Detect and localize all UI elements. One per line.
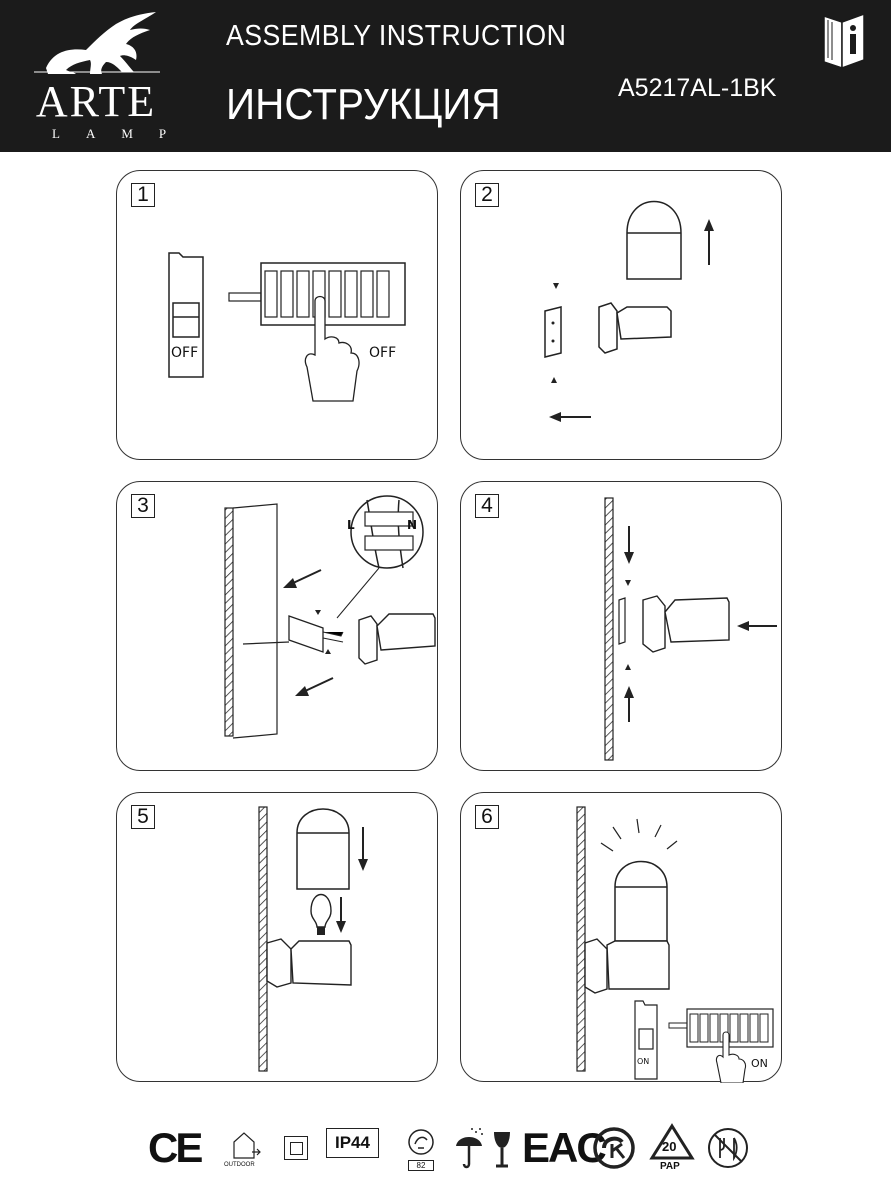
- step-number: 4: [475, 494, 499, 518]
- certification-bar: CE OUTDOOR IP44 82 EAC: [140, 1122, 780, 1182]
- arte-lamp-logo: ARTE LAMP: [26, 10, 166, 142]
- header: ARTE LAMP ASSEMBLY INSTRUCTION ИНСТРУКЦИ…: [0, 0, 891, 152]
- step-4-panel: 4: [460, 481, 782, 771]
- step-5-panel: 5: [116, 792, 438, 1082]
- on-label-breaker: ON: [637, 1057, 650, 1066]
- on-label-terminal: ON: [751, 1057, 768, 1070]
- disassembly-illustration: [544, 200, 714, 422]
- live-label: L: [347, 518, 355, 532]
- class-ii-icon: [284, 1136, 308, 1160]
- kc-mark: [593, 1127, 635, 1169]
- house-outdoor-icon: [233, 1132, 261, 1159]
- umbrella-rain-icon: [456, 1128, 483, 1169]
- recycle-leaf-icon: [408, 1129, 434, 1155]
- wiring-illustration: [224, 495, 436, 739]
- neutral-label: N: [407, 518, 418, 532]
- title-russian: ИНСТРУКЦИЯ: [226, 80, 501, 129]
- breaker-off-illustration: [168, 252, 406, 402]
- manual-info-icon: [823, 12, 865, 70]
- glass-fork-icon: [494, 1132, 510, 1168]
- recycle-code-text: PAP: [660, 1161, 680, 1172]
- no-food-icon: [708, 1128, 748, 1168]
- step-number: 1: [131, 183, 155, 207]
- step-number: 2: [475, 183, 499, 207]
- recycle-code-number: 20: [662, 1139, 677, 1154]
- outdoor-icon: OUTDOOR: [224, 1128, 264, 1172]
- step-3-panel: 3 L N: [116, 481, 438, 771]
- pap-20-recycle-icon: 20 PAP: [648, 1122, 696, 1178]
- step-number: 3: [131, 494, 155, 518]
- mounting-illustration: [604, 497, 777, 761]
- model-number: A5217AL-1BK: [618, 74, 777, 102]
- step-1-panel: 1 OFF OFF: [116, 170, 438, 460]
- step-2-panel: 2: [460, 170, 782, 460]
- outdoor-label: OUTDOOR: [224, 1162, 255, 1168]
- step-number: 5: [131, 805, 155, 829]
- ce-mark: CE: [148, 1124, 203, 1171]
- recycle-triangle-icon: [649, 1123, 695, 1160]
- ip44-badge: IP44: [326, 1128, 379, 1158]
- lamp-on-illustration: [576, 806, 774, 1083]
- griffin-icon: [34, 12, 160, 74]
- bulb-shade-illustration: [258, 806, 368, 1072]
- off-label-breaker: OFF: [171, 345, 199, 361]
- step-number: 6: [475, 805, 499, 829]
- off-label-terminal: OFF: [369, 345, 397, 361]
- eac-mark: EAC: [522, 1124, 607, 1171]
- recycle-number: 82: [408, 1160, 434, 1171]
- brand-name: ARTE: [35, 77, 157, 126]
- recycle-82-icon: 82: [406, 1126, 436, 1174]
- title-english: ASSEMBLY INSTRUCTION: [226, 20, 567, 52]
- step-6-panel: 6 ON ON: [460, 792, 782, 1083]
- brand-sub: LAMP: [52, 126, 193, 141]
